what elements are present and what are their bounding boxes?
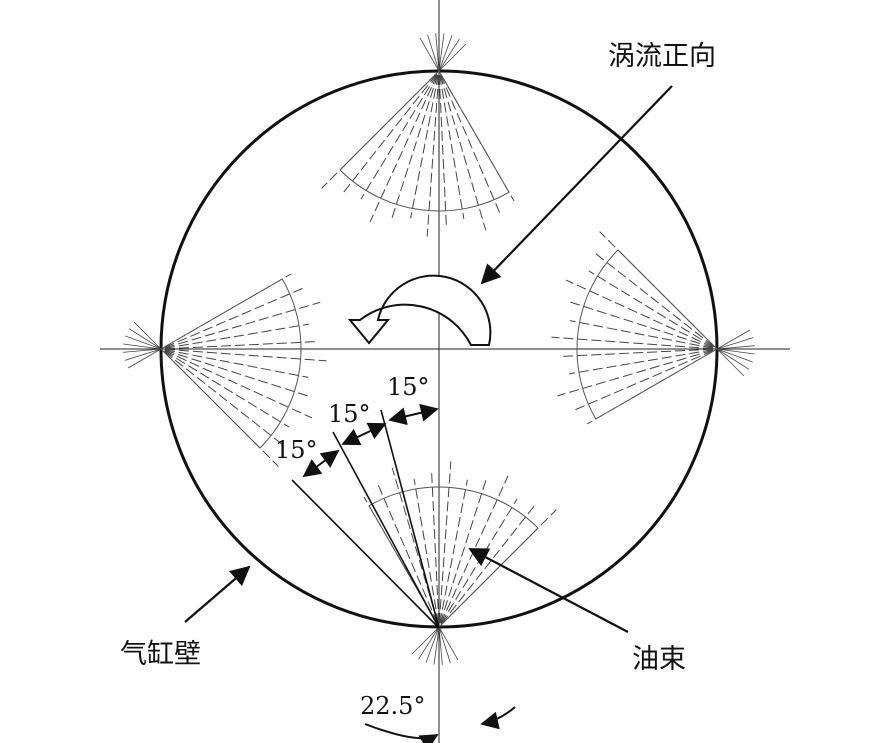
spray-ray-bottom: [413, 478, 439, 624]
dim-line-15: [380, 409, 440, 629]
nozzle-ray-bottom: [425, 626, 440, 663]
nozzle-ray-top: [438, 38, 460, 72]
nozzle-ray-bottom: [438, 626, 443, 665]
nozzle-ray-top: [438, 33, 445, 72]
spray-ray-top: [439, 74, 465, 220]
angle-label-1: 15°: [387, 373, 430, 401]
spray-label: 油束: [632, 644, 686, 675]
nozzle-ray-right: [716, 337, 754, 350]
nozzle-ray-right: [716, 348, 753, 363]
spray-fan-outline-left: [160, 278, 302, 449]
spray-ray-right: [559, 348, 714, 358]
spray-ray-left: [164, 349, 309, 378]
nozzle-ray-left: [123, 348, 162, 353]
cylinder-wall-label: 气缸壁: [120, 639, 201, 670]
nozzle-ray-top: [438, 35, 453, 72]
spray-ray-right: [568, 349, 714, 375]
nozzle-ray-right: [716, 348, 745, 377]
spray-group: [123, 33, 755, 665]
spray-ray-top: [426, 74, 440, 237]
swirl-label: 涡流正向: [608, 41, 716, 72]
wall-leader-arrow: [184, 565, 251, 623]
spray-ray-top: [439, 74, 487, 231]
dim-arc-1: [388, 403, 439, 426]
nozzle-ray-right: [716, 348, 750, 370]
spray-ray-left: [164, 286, 307, 348]
angle-label-3: 15°: [275, 436, 318, 464]
spray-ray-right: [571, 350, 714, 412]
spray-ray-right: [557, 349, 714, 397]
spray-fan-outline-bottom: [368, 486, 539, 628]
nozzle-ray-bottom: [411, 626, 440, 655]
spray-ray-right: [565, 279, 714, 348]
nozzle-ray-right: [716, 348, 755, 355]
dim-arc-22-5b: [480, 706, 516, 730]
dim-arc-2: [341, 422, 387, 446]
spray-ray-bottom: [439, 476, 488, 624]
spray-ray-right: [592, 250, 715, 347]
nozzle-ray-left: [133, 321, 162, 350]
nozzle-ray-right: [716, 329, 751, 350]
spray-ray-left: [164, 301, 321, 349]
angle-label-2: 15°: [328, 400, 371, 428]
nozzle-ray-left: [128, 328, 162, 350]
nozzle-ray-bottom: [438, 626, 451, 664]
spray-ray-top: [440, 74, 502, 217]
spray-fan-outline-right: [576, 249, 718, 420]
nozzle-ray-left: [127, 348, 162, 369]
spray-ray-left: [164, 350, 313, 419]
nozzle-ray-top: [438, 43, 467, 72]
dim-arc-3: [302, 449, 340, 478]
spray-fan-outline-top: [339, 70, 510, 212]
nozzle-ray-top: [419, 37, 440, 72]
spray-ray-bottom: [441, 502, 538, 625]
spray-ray-right: [588, 270, 714, 348]
spray-ray-top: [340, 73, 437, 196]
dim-arc-22-5: [364, 723, 439, 743]
nozzle-ray-top: [435, 33, 440, 72]
nozzle-ray-bottom: [433, 626, 440, 665]
spray-ray-right: [566, 300, 714, 349]
spray-ray-bottom: [430, 469, 440, 624]
spray-ray-left: [164, 340, 319, 350]
spray-ray-right: [569, 320, 714, 349]
spray-ray-left: [164, 323, 310, 349]
spray-ray-bottom: [440, 475, 509, 624]
spray-ray-top: [410, 74, 439, 219]
dim-line-45: [291, 479, 440, 629]
nozzle-ray-left: [123, 343, 162, 350]
spray-ray-left: [164, 348, 327, 362]
spray-ray-left: [164, 349, 312, 398]
nozzle-ray-left: [125, 335, 162, 350]
nozzle-ray-bottom: [438, 626, 459, 661]
spray-ray-bottom: [440, 498, 518, 624]
spray-ray-left: [163, 351, 286, 448]
angle-label-4: 22.5°: [360, 692, 425, 720]
spray-ray-top: [390, 74, 439, 222]
spray-ray-top: [438, 74, 448, 229]
nozzle-ray-top: [427, 34, 440, 72]
nozzle-ray-left: [124, 348, 162, 361]
spray-ray-bottom: [439, 479, 468, 624]
nozzle-ray-right: [716, 345, 755, 350]
spray-leader-arrow: [468, 548, 629, 633]
swirl-arrow: [347, 274, 492, 346]
spray-ray-bottom: [376, 481, 438, 624]
spray-ray-top: [360, 74, 438, 200]
spray-ray-left: [164, 350, 290, 428]
spray-ray-top: [369, 74, 438, 223]
spray-ray-bottom: [438, 461, 452, 624]
swirl-leader-arrow: [480, 85, 673, 285]
spray-ray-bottom: [391, 467, 439, 624]
nozzle-ray-bottom: [418, 626, 440, 660]
dim-line-30: [332, 431, 440, 629]
spray-ray-right: [551, 336, 714, 350]
